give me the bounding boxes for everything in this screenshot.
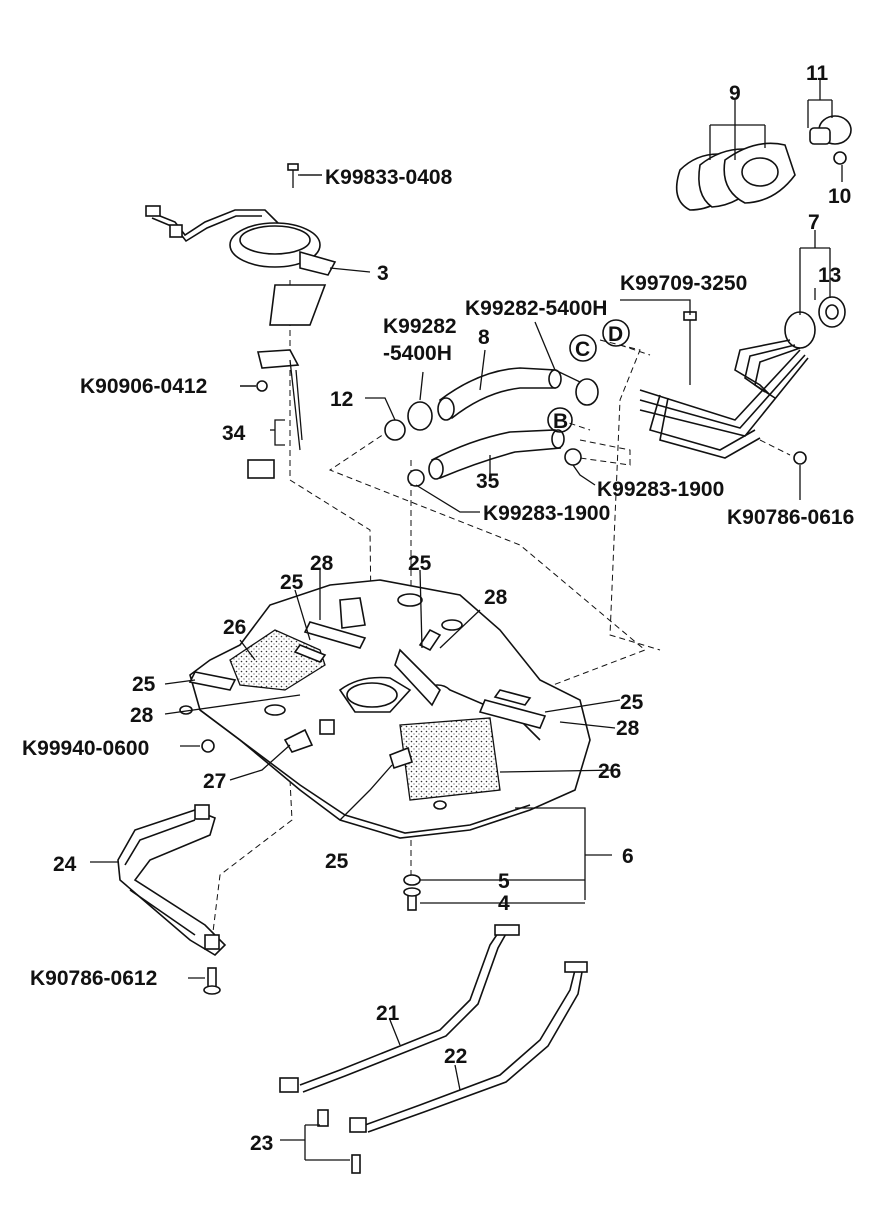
label-k99833-0408: K99833-0408 bbox=[325, 166, 453, 189]
small-hardware bbox=[201, 739, 421, 995]
callout-21: 21 bbox=[376, 1002, 400, 1025]
callout-6: 6 bbox=[622, 845, 634, 868]
circle-b: B bbox=[553, 410, 568, 433]
callout-28-left: 28 bbox=[130, 704, 154, 727]
callout-10: 10 bbox=[828, 185, 851, 208]
label-k99282-line1: K99282 bbox=[383, 315, 457, 338]
callout-24: 24 bbox=[53, 853, 77, 876]
hoses-and-clamps bbox=[384, 367, 599, 487]
callout-35: 35 bbox=[476, 470, 500, 493]
fuel-pump-assembly bbox=[145, 163, 337, 326]
fuel-level-sender bbox=[240, 349, 303, 479]
tank-protector bbox=[117, 804, 227, 957]
label-k90906-0412: K90906-0412 bbox=[80, 375, 207, 398]
label-k90786-0616: K90786-0616 bbox=[727, 506, 854, 529]
callout-5: 5 bbox=[498, 870, 510, 893]
callout-13: 13 bbox=[818, 264, 841, 287]
callout-22: 22 bbox=[444, 1045, 467, 1068]
part-number-labels: K99833-0408 K90906-0412 K99709-3250 K992… bbox=[22, 166, 854, 990]
label-k99709-3250: K99709-3250 bbox=[620, 272, 747, 295]
callout-11: 11 bbox=[806, 62, 829, 85]
callout-12: 12 bbox=[330, 388, 353, 411]
callout-26-left: 26 bbox=[223, 616, 246, 639]
circled-letters: C D B bbox=[547, 319, 630, 433]
callout-25-bottom: 25 bbox=[325, 850, 349, 873]
callout-9: 9 bbox=[729, 82, 741, 105]
leader-lines bbox=[90, 80, 843, 1161]
label-k99940-0600: K99940-0600 bbox=[22, 737, 149, 760]
callout-28-right: 28 bbox=[616, 717, 640, 740]
callout-28-top-left: 28 bbox=[310, 552, 334, 575]
callout-27: 27 bbox=[203, 770, 226, 793]
callout-26-right: 26 bbox=[598, 760, 621, 783]
callout-25-top-left: 25 bbox=[280, 571, 304, 594]
tank-pads bbox=[188, 621, 547, 770]
callout-4: 4 bbox=[498, 892, 510, 915]
label-k99283-1900-right: K99283-1900 bbox=[597, 478, 724, 501]
label-k99283-1900-left: K99283-1900 bbox=[483, 502, 610, 525]
label-k90786-0612: K90786-0612 bbox=[30, 967, 157, 990]
callout-8: 8 bbox=[478, 326, 490, 349]
filler-neck-assembly bbox=[639, 115, 852, 465]
circle-d: D bbox=[608, 323, 623, 346]
callout-34: 34 bbox=[222, 422, 246, 445]
callout-numbers: 3 4 5 6 7 8 9 10 11 12 13 21 22 23 24 25… bbox=[53, 62, 851, 1155]
callout-25-left: 25 bbox=[132, 673, 156, 696]
callout-25-right: 25 bbox=[620, 691, 644, 714]
label-k99282-5400h: K99282-5400H bbox=[465, 297, 607, 320]
callout-28-top-right: 28 bbox=[484, 586, 508, 609]
tank-straps bbox=[279, 924, 588, 1174]
callout-23: 23 bbox=[250, 1132, 273, 1155]
label-k99282-line2: -5400H bbox=[383, 342, 452, 365]
callout-25-top-center: 25 bbox=[408, 552, 432, 575]
callout-7: 7 bbox=[808, 211, 820, 234]
callout-3: 3 bbox=[377, 262, 389, 285]
circle-c: C bbox=[575, 338, 590, 361]
